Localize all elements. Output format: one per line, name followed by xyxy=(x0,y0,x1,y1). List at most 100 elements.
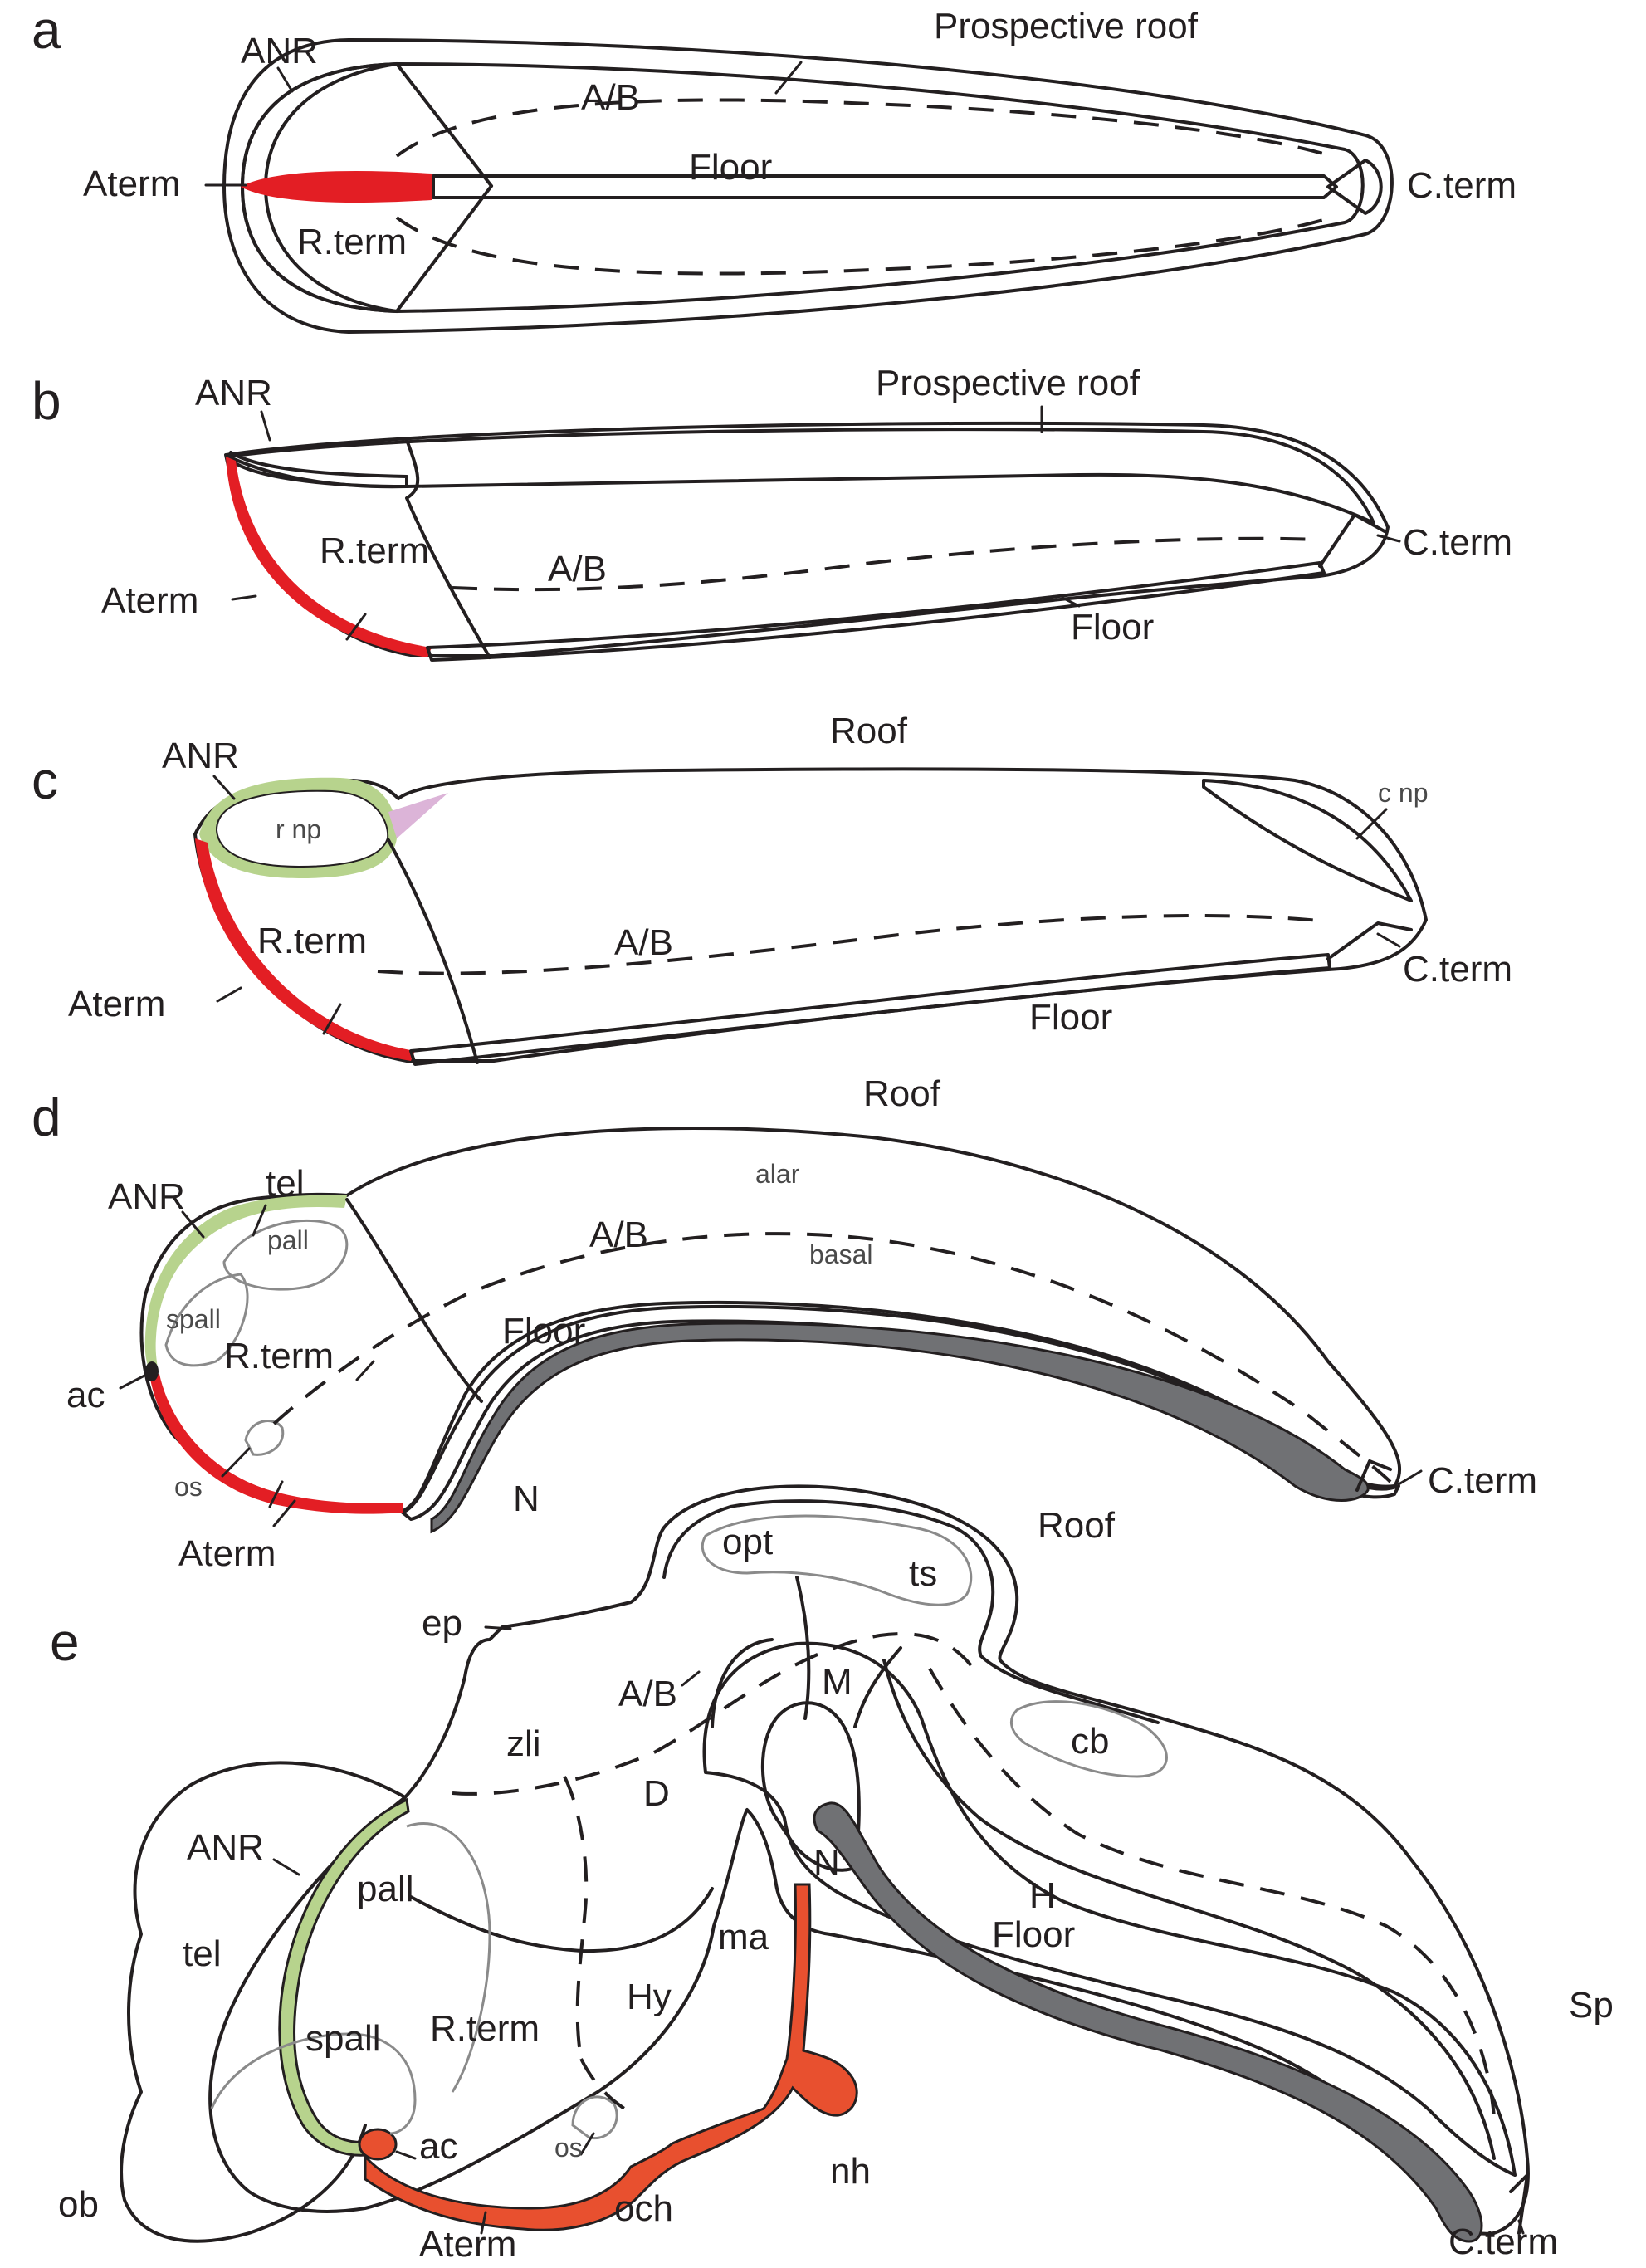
panel-e-anr-region xyxy=(278,1797,410,2157)
panel-b-label-rterm: R.term xyxy=(320,530,429,571)
panel-d-label-tel: tel xyxy=(266,1163,304,1204)
panel-a-ab-boundary-dorsal xyxy=(395,98,1337,159)
panel-c-label-roof: Roof xyxy=(830,711,908,751)
panel-b-ab-boundary xyxy=(452,536,1321,592)
panel-e-zli-boundary xyxy=(563,1776,589,2060)
panel-e-label-m: M xyxy=(822,1661,852,1702)
panel-d-label-ac: ac xyxy=(66,1375,105,1415)
panel-d-label-rterm: R.term xyxy=(224,1336,334,1376)
panel-e-label-ab: A/B xyxy=(618,1674,677,1714)
panel-e-label-sp: Sp xyxy=(1569,1985,1614,2026)
panel-e-cterm-leader xyxy=(1517,2219,1525,2235)
panel-d-aterm-leader xyxy=(272,1499,296,1527)
panel-e-notochord xyxy=(813,1801,1483,2243)
panel-e-ab-boundary-rostral xyxy=(452,1632,981,1796)
panel-a-label-aterm: Aterm xyxy=(83,164,180,204)
panel-e-ab-boundary-hindbrain xyxy=(928,1668,1496,2118)
panel-d-anr-region xyxy=(144,1195,347,1370)
panel-b-aterm-leader xyxy=(231,594,257,601)
panel-b-label-ab: A/B xyxy=(548,549,607,589)
panel-d-label-floor: Floor xyxy=(502,1311,585,1352)
panel-c-rterm-border xyxy=(387,838,479,1064)
panel-d-os-outline xyxy=(244,1420,285,1456)
panel-b-aterm-region xyxy=(226,457,432,657)
panel-e-label-ac: ac xyxy=(419,2126,457,2167)
panel-c-aterm-region xyxy=(195,838,415,1061)
panel-e-cterm-tip xyxy=(1509,2173,1529,2235)
panel-c-aterm-tick xyxy=(322,1003,342,1035)
panel-e-label-n: N xyxy=(813,1842,840,1883)
panel-b-aterm-tick xyxy=(345,613,367,641)
panel-b-label-anr: ANR xyxy=(195,373,272,413)
panel-a-anr-leader xyxy=(276,66,294,93)
panel-b-rterm-border xyxy=(405,438,491,659)
panel-d-label-alar: alar xyxy=(755,1159,800,1189)
panel-b-label-cterm: C.term xyxy=(1403,522,1512,563)
panel-d-label-basal: basal xyxy=(809,1239,873,1269)
panel-e-os-leader xyxy=(579,2132,595,2156)
panel-e-label-och: och xyxy=(614,2188,673,2229)
panel-a-label-cterm: C.term xyxy=(1407,165,1517,206)
panel-d-label-aterm: Aterm xyxy=(178,1533,276,1574)
panel-e-label-h: H xyxy=(1029,1875,1056,1916)
panel-c-cnp-leader xyxy=(1355,808,1388,840)
panel-e-ab-leader xyxy=(681,1670,701,1687)
panel-d-rterm-border xyxy=(345,1198,483,1403)
panel-e-hindbrain-basal-line xyxy=(882,1659,1496,2160)
panel-d-label-pall: pall xyxy=(267,1225,309,1255)
panel-e-label-opt: opt xyxy=(722,1522,773,1562)
panel-e-anr-leader xyxy=(272,1858,300,1876)
panel-e-midbrain-rostral xyxy=(711,1638,774,1728)
panel-b-label-aterm: Aterm xyxy=(101,580,198,621)
panel-c-cterm-leader xyxy=(1376,932,1401,948)
panel-e-floor-region xyxy=(702,1641,1517,2177)
panel-b-anr-leader xyxy=(260,410,271,442)
panel-b-cterm-tip xyxy=(1318,513,1386,568)
panel-c-cnp-region xyxy=(1202,779,1413,902)
panel-e-cb-outline xyxy=(1009,1700,1168,1778)
panel-b-letter: b xyxy=(32,371,61,431)
panel-a-roof-leader xyxy=(774,61,803,95)
panel-a-label-prospective-roof: Prospective roof xyxy=(934,6,1199,46)
panel-b-anr-region xyxy=(227,451,408,488)
panel-e-opt-outline xyxy=(701,1514,973,1606)
panel-e-aterm-leader xyxy=(480,2211,487,2235)
panel-d-os-leader xyxy=(221,1447,251,1478)
panel-e: e xyxy=(50,1484,1614,2265)
panel-e-ac-leader xyxy=(395,2150,417,2160)
panel-e-label-aterm: Aterm xyxy=(419,2224,516,2264)
panel-a-floor-band xyxy=(432,174,1338,199)
panel-c-neck-roof xyxy=(388,793,448,838)
panel-b-floor-band xyxy=(426,561,1326,662)
panel-a-label-floor: Floor xyxy=(689,147,772,188)
panel-e-label-zli: zli xyxy=(506,1723,541,1764)
panel-e-label-cterm: C.term xyxy=(1448,2222,1558,2262)
panel-d-spall-outline xyxy=(164,1273,249,1367)
panel-e-label-ep: ep xyxy=(422,1603,462,1644)
panel-a-outer-boundary xyxy=(222,38,1394,334)
panel-e-midbrain-cavity xyxy=(760,1701,861,1872)
panel-e-label-ma: ma xyxy=(718,1917,769,1958)
panel-a-label-anr: ANR xyxy=(241,31,318,71)
panel-e-label-floor: Floor xyxy=(992,1914,1075,1955)
panel-a-cterm-tip xyxy=(1326,159,1383,215)
panel-e-label-rterm: R.term xyxy=(430,2008,540,2049)
panel-e-label-hy: Hy xyxy=(627,1977,672,2017)
panel-c-floor-band xyxy=(409,953,1331,1066)
panel-e-label-os: os xyxy=(554,2133,583,2163)
panel-e-pall-outline xyxy=(406,1822,491,2093)
panel-a-rterm-border-upper xyxy=(395,62,493,188)
panel-c-letter: c xyxy=(32,750,58,810)
panel-d-rterm-tick xyxy=(355,1360,375,1381)
panel-c-aterm-leader xyxy=(216,986,242,1003)
panel-d-label-n: N xyxy=(513,1479,540,1519)
panel-e-ep-leader xyxy=(484,1625,512,1630)
panel-e-roof-inner-outline xyxy=(662,1499,1160,1724)
panel-c-label-ab: A/B xyxy=(614,922,673,963)
panel-c-outer-boundary xyxy=(193,767,1428,1063)
panel-e-telencephalon-outline xyxy=(120,1761,407,2243)
panel-e-label-anr: ANR xyxy=(187,1827,264,1868)
panel-e-dienc-ventral-line xyxy=(409,1887,714,1953)
